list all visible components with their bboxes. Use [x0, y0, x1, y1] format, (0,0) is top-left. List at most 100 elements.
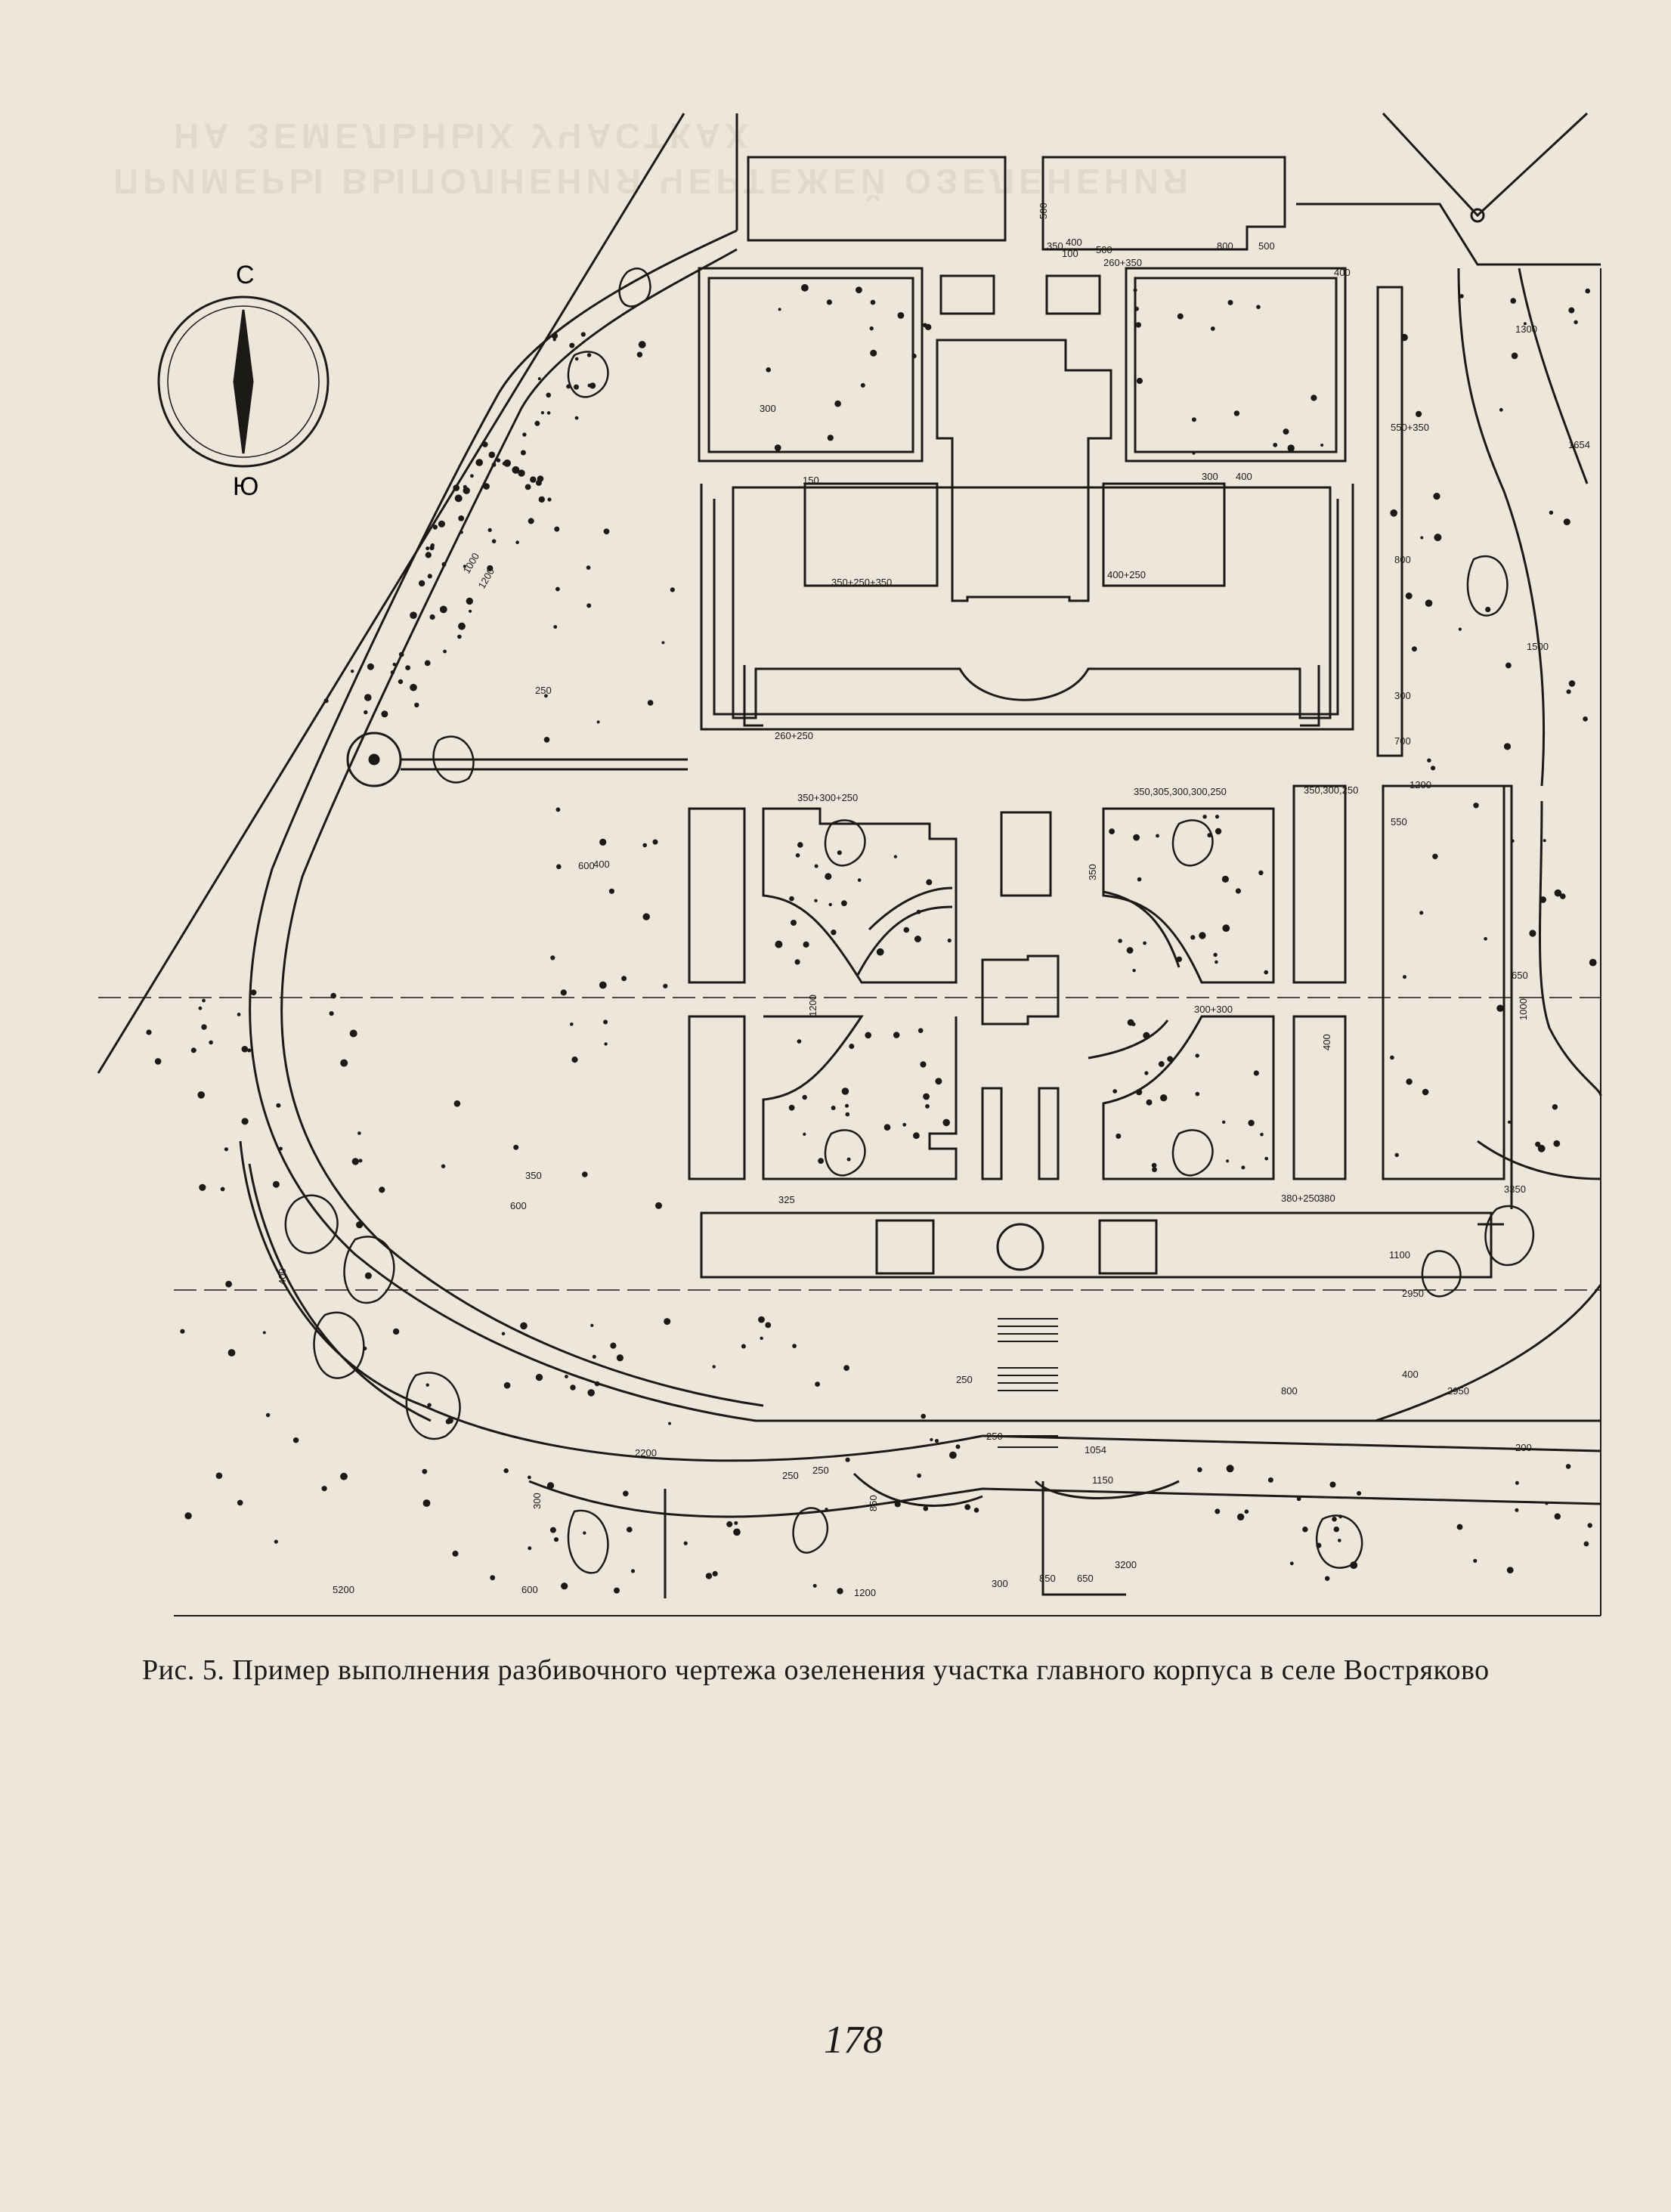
tree-marker: [453, 1100, 461, 1107]
dimension-label: 600: [521, 1584, 538, 1595]
dimension-label: 380: [1319, 1193, 1335, 1204]
tree-marker: [668, 1422, 671, 1425]
dimension-label: 1300: [1515, 323, 1537, 335]
tree-marker: [586, 353, 592, 357]
dimension-label: 500: [1258, 240, 1275, 252]
tree-marker: [647, 700, 654, 706]
dimension-label: 1200: [1410, 779, 1431, 790]
tree-marker: [831, 1106, 836, 1110]
tree-marker: [410, 683, 417, 691]
tree-marker: [582, 1171, 588, 1177]
tree-marker: [845, 1103, 849, 1108]
tree-marker: [574, 416, 579, 420]
tree-marker: [556, 864, 562, 870]
tree-marker: [831, 930, 837, 936]
tree-marker: [733, 1528, 741, 1536]
dimension-label: 1500: [1527, 641, 1549, 652]
tree-marker: [1215, 960, 1218, 964]
tree-marker: [569, 342, 575, 348]
tree-marker: [814, 899, 818, 903]
tree-marker: [452, 1550, 459, 1557]
shrub-groups: [284, 268, 1535, 1574]
tree-marker: [797, 842, 803, 848]
tree-marker: [837, 850, 842, 855]
figure-caption: Рис. 5. Пример выполнения разбивочного ч…: [142, 1654, 1490, 1686]
tree-marker: [1390, 1055, 1394, 1060]
tree-marker: [1135, 322, 1142, 328]
dimension-label: 800: [1281, 1385, 1298, 1397]
tree-marker: [379, 1186, 385, 1193]
tree-marker: [1226, 1465, 1234, 1473]
tree-marker: [1338, 1539, 1341, 1542]
dimension-label: 1200: [476, 566, 497, 591]
tree-marker: [543, 737, 550, 743]
dimension-label: 500: [1096, 244, 1112, 255]
tree-marker: [1320, 444, 1324, 447]
tree-marker: [425, 546, 430, 551]
tree-marker: [590, 1323, 594, 1327]
dimension-label: 350: [525, 1170, 542, 1181]
tree-marker: [513, 1144, 519, 1150]
tree-marker: [614, 1587, 620, 1594]
dimension-label: 250: [535, 685, 552, 696]
tree-marker: [921, 1413, 926, 1419]
tree-marker: [525, 484, 531, 490]
dimension-label: 350,305,300,300,250: [1134, 786, 1227, 797]
tree-marker: [1554, 889, 1562, 897]
tree-marker: [1233, 410, 1240, 416]
tree-marker: [587, 1389, 595, 1397]
compass-rose: [157, 295, 330, 468]
tree-marker: [1210, 326, 1215, 331]
page-number: 178: [824, 2019, 883, 2062]
dimension-label: 2950: [1447, 1385, 1469, 1397]
compass-south: Ю: [233, 472, 258, 501]
tree-marker: [712, 1365, 716, 1369]
tree-marker: [616, 1354, 624, 1362]
tree-marker: [920, 1061, 927, 1068]
dimension-label: 350: [1087, 864, 1098, 880]
tree-marker: [801, 283, 809, 292]
tree-marker: [856, 286, 862, 294]
dimension-label: 700: [1394, 735, 1411, 747]
tree-marker: [487, 565, 494, 572]
tree-marker: [792, 1344, 797, 1348]
tree-marker: [262, 1331, 266, 1335]
tree-marker: [1302, 1527, 1308, 1533]
tree-marker: [1552, 1104, 1558, 1110]
tree-marker: [610, 1342, 617, 1349]
tree-marker: [561, 1582, 568, 1590]
tree-marker: [503, 1381, 511, 1389]
dimension-label: 100: [1062, 248, 1078, 259]
tree-marker: [441, 1164, 446, 1168]
tree-marker: [860, 382, 865, 388]
tree-marker: [422, 1468, 428, 1474]
tree-marker: [1158, 1061, 1165, 1067]
tree-marker: [1427, 758, 1431, 763]
tree-marker: [1283, 428, 1289, 435]
tree-marker: [466, 597, 473, 605]
tree-marker: [1215, 828, 1222, 835]
tree-marker: [1456, 1524, 1463, 1530]
tree-marker: [1543, 839, 1546, 843]
tree-marker: [276, 1103, 281, 1108]
tree-marker: [1390, 509, 1397, 517]
dimension-label: 350+250+350: [831, 577, 892, 588]
tree-marker: [1565, 1464, 1571, 1469]
tree-marker: [903, 927, 910, 933]
tree-marker: [1264, 1156, 1269, 1161]
tree-marker: [1432, 853, 1438, 860]
tree-marker: [501, 1332, 506, 1336]
tree-marker: [828, 902, 832, 907]
tree-marker: [1523, 322, 1527, 326]
dimension-label: 3200: [1115, 1559, 1137, 1570]
tree-marker: [1499, 407, 1503, 412]
tree-marker: [1112, 1089, 1118, 1094]
dimension-label: 400: [1321, 1034, 1332, 1050]
tree-marker: [803, 1132, 806, 1136]
tree-marker: [554, 526, 560, 532]
tree-marker: [1589, 958, 1597, 967]
tree-marker: [272, 1180, 280, 1188]
tree-marker: [870, 349, 877, 357]
tree-marker: [220, 1186, 225, 1192]
tree-marker: [528, 1475, 531, 1480]
